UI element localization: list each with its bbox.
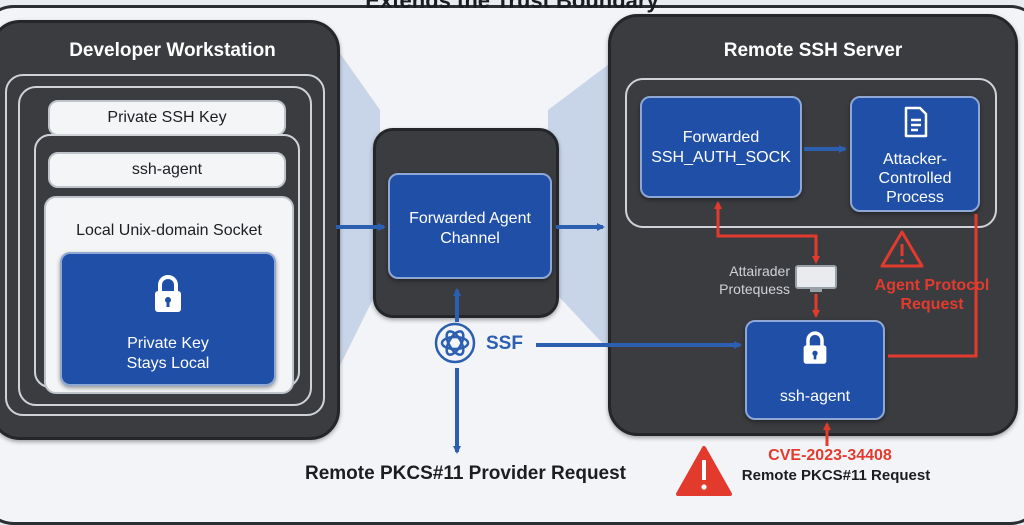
diagram-arrows (336, 145, 978, 496)
workstation-outline-outer (5, 74, 325, 416)
attacker-process-card (850, 96, 980, 212)
ssf-label: SSF (486, 333, 523, 354)
attacker-line1: Attacker- (882, 151, 947, 168)
protocol-line2: Request (900, 296, 964, 313)
warning-icon (676, 446, 732, 496)
warning-icon (880, 230, 924, 268)
lock-icon (803, 331, 827, 364)
auth-sock-line2: SSH_AUTH_SOCK (651, 149, 791, 166)
attacker-line3: Process (886, 189, 944, 206)
private-key-local-text: Private Key Stays Local (60, 334, 276, 374)
monitor-icon (795, 265, 837, 292)
remote-ssh-agent-card (745, 320, 885, 420)
attacker-line2: Controlled (878, 170, 952, 187)
auth-sock-line1: Forwarded (682, 129, 760, 146)
diagram-title: Extends the Trust Boundary (365, 0, 659, 13)
remote-pkcs11-provider-label: Remote PKCS#11 Provider Request (305, 463, 627, 484)
forwarded-agent-channel-card: Forwarded Agent Channel (388, 173, 552, 279)
cve-label: CVE-2023-34408 (768, 447, 892, 464)
forwarded-auth-sock-card: Forwarded SSH_AUTH_SOCK (640, 96, 802, 198)
cve-request-label: Remote PKCS#11 Request (741, 467, 931, 484)
agent-protocol-request-label: Agent Protocol Request (862, 276, 1002, 314)
middle-line1: Attairader (729, 263, 790, 279)
private-key-local-card (60, 252, 276, 386)
workstation-title: Developer Workstation (69, 40, 276, 61)
private-key-line: Private Key (127, 335, 209, 352)
red-arrow-agent-to-attacker (888, 214, 978, 358)
channel-line2: Channel (440, 230, 500, 247)
lock-icon (155, 275, 181, 312)
middle-line2: Protequess (719, 281, 790, 297)
stays-local-line: Stays Local (126, 355, 210, 372)
channel-line1: Forwarded Agent (409, 210, 531, 227)
unix-socket-label: Local Unix-domain Socket (76, 222, 262, 239)
private-ssh-key-card: Private SSH Key (48, 100, 286, 136)
red-arrow-authsock-to-middle (716, 205, 820, 264)
protocol-line1: Agent Protocol (874, 277, 990, 294)
remote-process-outline (625, 78, 997, 228)
attacker-process-text: Attacker- Controlled Process (850, 150, 980, 207)
remote-ssh-agent-label: ssh-agent (779, 388, 851, 405)
ssh-agent-card: ssh-agent (48, 152, 286, 188)
middle-garbled-label: Attairader Protequess (680, 262, 790, 298)
document-icon (904, 106, 928, 138)
workstation-outline-inner (18, 86, 312, 406)
openai-knot-icon (434, 322, 476, 364)
remote-server-title: Remote SSH Server (723, 40, 903, 61)
